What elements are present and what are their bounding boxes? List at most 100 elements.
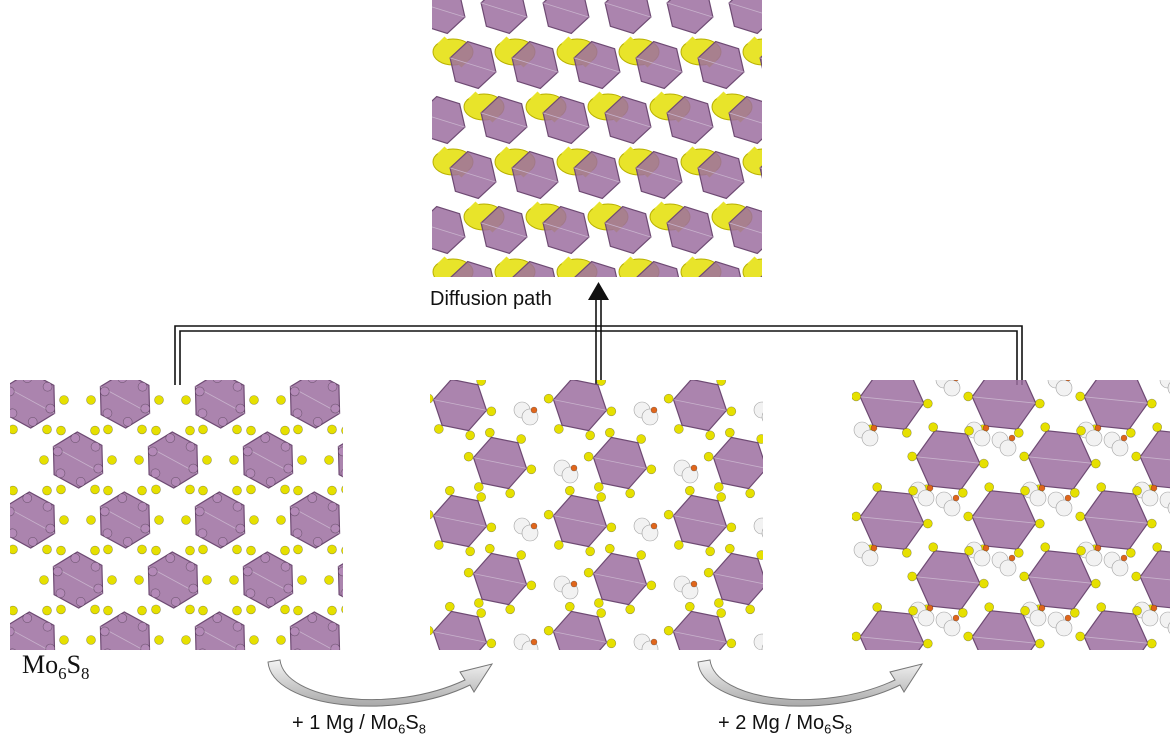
- mg-atom: [1055, 380, 1073, 397]
- mg-site: [1094, 424, 1102, 432]
- sulfur-atom: [979, 458, 989, 469]
- sulfur-atom: [56, 425, 66, 436]
- mo-cluster-octahedron: [759, 55, 762, 70]
- mo-atom: [307, 380, 317, 383]
- mo-atom: [22, 613, 33, 623]
- sulfur-atom: [107, 455, 117, 465]
- mo-atom: [75, 477, 86, 487]
- mo-atom: [147, 446, 158, 457]
- sulfur-atom: [59, 515, 69, 525]
- sulfur-atom: [486, 522, 497, 533]
- sulfur-atom: [872, 482, 883, 492]
- mg-site: [530, 522, 538, 530]
- mo-cluster-octahedron: [592, 552, 648, 606]
- mg-site: [650, 638, 658, 646]
- sulfur-atom: [907, 571, 917, 582]
- sulfur-atom: [137, 485, 147, 496]
- mo-cluster-octahedron: [574, 260, 618, 277]
- sulfur-atom: [872, 602, 883, 612]
- mg-atom: [1055, 619, 1073, 637]
- mo-atom: [117, 380, 127, 383]
- sulfur-atom: [276, 515, 286, 525]
- mo-atom: [212, 493, 223, 503]
- mo-atom: [52, 566, 63, 577]
- mo-cluster-octahedron: [432, 95, 466, 145]
- mo-cluster-octahedron: [604, 0, 652, 35]
- sulfur-atom: [90, 484, 100, 495]
- mg-atom: [1141, 489, 1159, 507]
- mg-site: [1094, 544, 1102, 552]
- mo-atom: [330, 403, 341, 414]
- mo-atom: [280, 561, 291, 572]
- mg-atom: [753, 401, 763, 419]
- sulfur-atom: [185, 545, 195, 556]
- sulfur-atom: [327, 424, 337, 435]
- sulfur-atom: [984, 482, 995, 492]
- mo-cluster-octahedron: [450, 260, 494, 277]
- mo-cluster-octahedron: [511, 40, 559, 90]
- mg-site: [1120, 554, 1128, 562]
- mo-atom: [337, 446, 343, 457]
- mo-atom: [327, 621, 338, 632]
- sulfur-atom: [1075, 511, 1085, 522]
- sulfur-atom: [907, 451, 917, 462]
- sulfur-atom: [232, 485, 242, 496]
- sulfur-atom: [297, 575, 307, 585]
- sulfur-atom: [1035, 398, 1045, 409]
- sulfur-atom: [246, 484, 256, 495]
- mg-site: [1038, 484, 1046, 492]
- sulfur-atom: [90, 425, 100, 436]
- sulfur-atom: [585, 546, 595, 557]
- mo-atom: [307, 613, 318, 623]
- sulfur-atom: [1019, 451, 1029, 462]
- sulfur-atom: [852, 631, 861, 642]
- sulfur-atom: [445, 601, 455, 612]
- sulfur-atom: [901, 428, 912, 438]
- mo-atom: [340, 589, 343, 598]
- mg-site: [690, 580, 698, 588]
- sulfur-atom: [505, 488, 515, 499]
- sulfur-atom: [1075, 631, 1085, 642]
- sulfur-atom: [181, 515, 191, 525]
- mo-atom: [165, 553, 176, 563]
- curved-arrow-2: [697, 659, 924, 707]
- sulfur-atom: [229, 455, 239, 465]
- sulfur-atom: [154, 515, 164, 525]
- mo-atom: [292, 528, 303, 539]
- sulfur-atom: [202, 455, 212, 465]
- sulfur-atom: [725, 427, 735, 438]
- mg-site: [1008, 554, 1016, 562]
- mo-atom: [45, 403, 56, 414]
- mg-atom: [1085, 429, 1103, 447]
- mo-cluster-octahedron: [604, 205, 652, 255]
- sulfur-atom: [445, 485, 455, 496]
- mo-atom: [27, 537, 38, 547]
- mg-site: [1038, 604, 1046, 612]
- mo-atom: [337, 566, 343, 577]
- mg2-mo6s8-structure-image: [852, 380, 1170, 650]
- mo-atom: [93, 463, 104, 474]
- mo-atom: [117, 493, 128, 503]
- sulfur-atom: [86, 515, 96, 525]
- sulfur-atom: [852, 511, 861, 522]
- sulfur-atom: [756, 434, 763, 444]
- sulfur-atom: [716, 380, 726, 386]
- sulfur-atom: [636, 550, 646, 560]
- mo-cluster-octahedron: [512, 260, 556, 277]
- sulfur-atom: [249, 635, 259, 645]
- sulfur-atom: [232, 605, 242, 616]
- mo-cluster-octahedron: [666, 0, 714, 35]
- sulfur-atom: [957, 608, 968, 618]
- sulfur-atom: [280, 545, 290, 556]
- mg-site: [530, 638, 538, 646]
- sulfur-atom: [979, 578, 989, 589]
- mo-cluster-octahedron: [760, 275, 762, 277]
- mg-site: [952, 494, 960, 502]
- mo-atom: [283, 583, 294, 594]
- sulfur-atom: [685, 485, 695, 496]
- sulfur-atom: [293, 605, 303, 616]
- sulfur-atom: [293, 424, 303, 435]
- mg-site: [650, 406, 658, 414]
- sulfur-atom: [246, 425, 256, 436]
- sulfur-atom: [430, 626, 434, 636]
